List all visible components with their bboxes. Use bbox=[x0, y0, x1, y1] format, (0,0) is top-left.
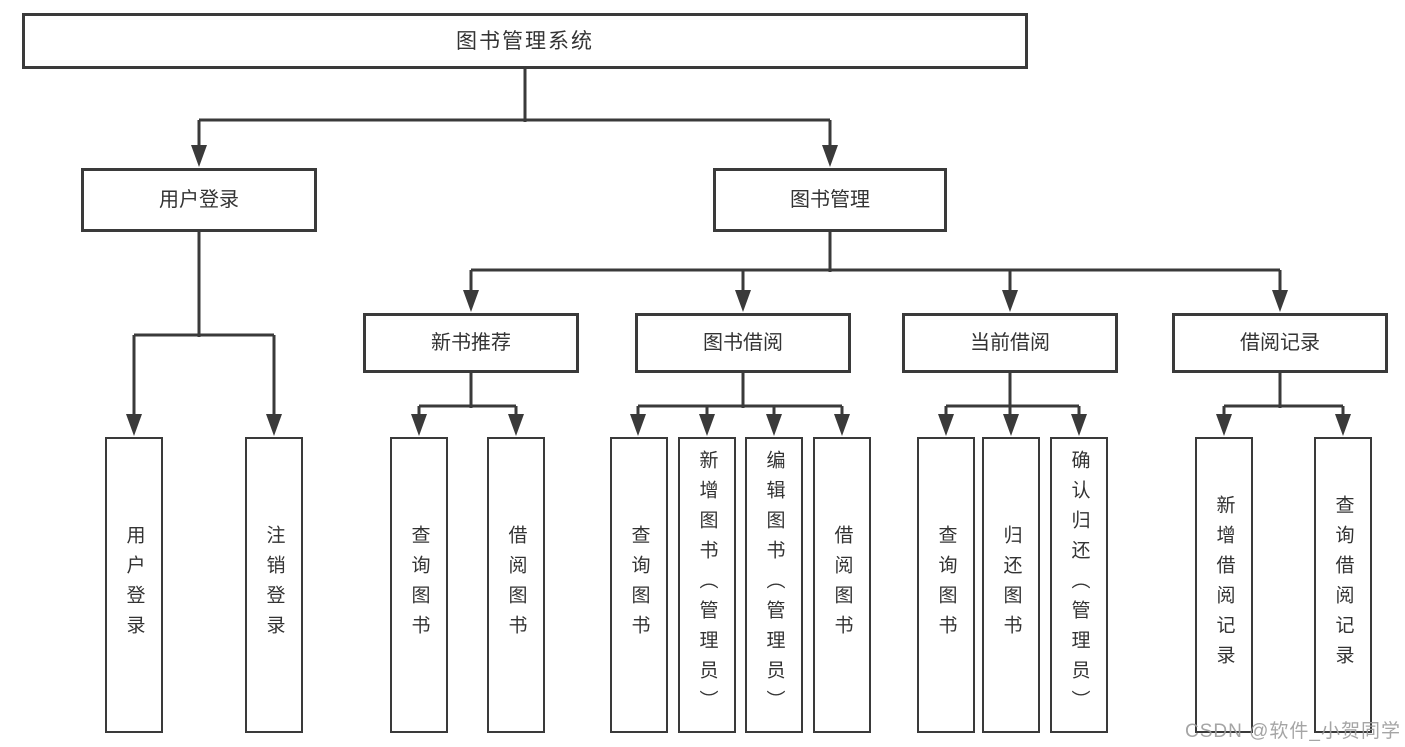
node-current-borrowing: 当前借阅 bbox=[902, 313, 1118, 373]
leaf-borrow-books-borrowing: 借阅图书 bbox=[813, 437, 871, 733]
leaf-logout: 注销登录 bbox=[245, 437, 303, 733]
leaf-borrow-books-recommend: 借阅图书 bbox=[487, 437, 545, 733]
leaf-add-borrow-record: 新增借阅记录 bbox=[1195, 437, 1253, 733]
node-borrowing-records: 借阅记录 bbox=[1172, 313, 1388, 373]
leaf-edit-books-admin: 编辑图书（管理员） bbox=[745, 437, 803, 733]
leaf-query-books-borrowing: 查询图书 bbox=[610, 437, 668, 733]
node-new-book-recommend: 新书推荐 bbox=[363, 313, 579, 373]
node-book-management: 图书管理 bbox=[713, 168, 947, 232]
node-library-management-system: 图书管理系统 bbox=[22, 13, 1028, 69]
watermark: CSDN @软件_小贺同学 bbox=[1185, 721, 1401, 742]
leaf-return-books: 归还图书 bbox=[982, 437, 1040, 733]
leaf-query-books-current: 查询图书 bbox=[917, 437, 975, 733]
leaf-query-books-recommend: 查询图书 bbox=[390, 437, 448, 733]
leaf-confirm-return-admin: 确认归还（管理员） bbox=[1050, 437, 1108, 733]
node-book-borrowing: 图书借阅 bbox=[635, 313, 851, 373]
node-user-login: 用户登录 bbox=[81, 168, 317, 232]
leaf-user-login: 用户登录 bbox=[105, 437, 163, 733]
leaf-query-borrow-record: 查询借阅记录 bbox=[1314, 437, 1372, 733]
leaf-add-books-admin: 新增图书（管理员） bbox=[678, 437, 736, 733]
